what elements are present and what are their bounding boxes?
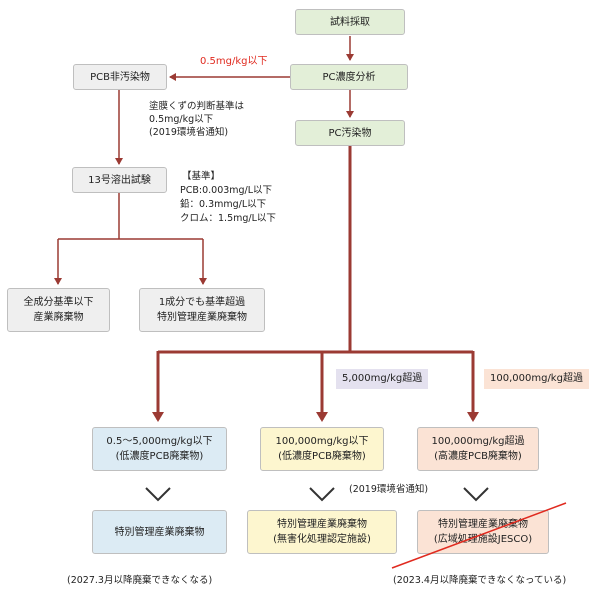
mid-threshold-label: 5,000mg/kg超過 bbox=[336, 369, 429, 389]
node-sampling: 試料採取 bbox=[295, 9, 405, 35]
node-all-below: 全成分基準以下 産業廃棄物 bbox=[7, 288, 110, 332]
node-pc-analysis-text: PC濃度分析 bbox=[322, 71, 376, 83]
node-all-below-line1: 全成分基準以下 bbox=[23, 297, 94, 308]
node-low-range-line2: (低濃度PCB廃棄物) bbox=[115, 451, 204, 462]
node-pc-contaminated-text: PC汚染物 bbox=[328, 127, 372, 139]
chevron-down-icon bbox=[463, 487, 489, 502]
criteria-lead: 鉛：0.3mmg/L以下 bbox=[180, 199, 267, 210]
node-result-low-text: 特別管理産業廃棄物 bbox=[114, 526, 205, 538]
node-high-range-line1: 100,000mg/kg超過 bbox=[431, 436, 525, 447]
node-result-mid-line1: 特別管理産業廃棄物 bbox=[277, 519, 367, 530]
node-mid-range-line1: 100,000mg/kg以下 bbox=[275, 436, 369, 447]
criteria-title: 【基準】 bbox=[182, 171, 221, 182]
node-sampling-text: 試料採取 bbox=[330, 16, 370, 28]
chevron-down-icon bbox=[309, 487, 335, 502]
node-mid-range-line2: (低濃度PCB廃棄物) bbox=[278, 451, 366, 462]
node-elution-test: 13号溶出試験 bbox=[72, 167, 167, 193]
node-result-mid-line2: (無害化処理認定施設) bbox=[273, 534, 371, 545]
paint-note-line3: (2019環境省通知) bbox=[149, 127, 229, 138]
paint-note-line1: 塗膜くずの判断基準は bbox=[149, 101, 245, 112]
node-result-low: 特別管理産業廃棄物 bbox=[92, 510, 227, 554]
node-high-range: 100,000mg/kg超過 (高濃度PCB廃棄物) bbox=[417, 427, 539, 471]
node-one-exceeds-line2: 特別管理産業廃棄物 bbox=[157, 312, 247, 323]
node-low-range: 0.5～5,000mg/kg以下 (低濃度PCB廃棄物) bbox=[92, 427, 227, 471]
node-result-high: 特別管理産業廃棄物 (広域処理施設JESCO) bbox=[417, 510, 549, 554]
node-result-high-line1: 特別管理産業廃棄物 bbox=[438, 519, 528, 530]
chevron-down-icon bbox=[145, 487, 171, 502]
node-pc-contaminated: PC汚染物 bbox=[295, 120, 405, 146]
node-result-mid: 特別管理産業廃棄物 (無害化処理認定施設) bbox=[247, 510, 397, 554]
paint-note-line2: 0.5mg/kg以下 bbox=[149, 114, 214, 125]
ministry-note: (2019環境省通知) bbox=[349, 484, 429, 495]
node-one-exceeds-line1: 1成分でも基準超過 bbox=[158, 297, 246, 308]
node-elution-test-text: 13号溶出試験 bbox=[88, 174, 151, 186]
criteria-chrome: クロム：1.5mg/L以下 bbox=[180, 213, 276, 224]
node-one-exceeds: 1成分でも基準超過 特別管理産業廃棄物 bbox=[139, 288, 265, 332]
node-pc-analysis: PC濃度分析 bbox=[290, 64, 408, 90]
node-pcb-non-contaminated-text: PCB非汚染物 bbox=[90, 71, 150, 83]
deadline-high-note: (2023.4月以降廃棄できなくなっている) bbox=[393, 575, 567, 586]
high-threshold-label: 100,000mg/kg超過 bbox=[484, 369, 589, 389]
node-high-range-line2: (高濃度PCB廃棄物) bbox=[434, 451, 522, 462]
threshold-label: 0.5mg/kg以下 bbox=[200, 56, 268, 67]
node-low-range-line1: 0.5～5,000mg/kg以下 bbox=[106, 436, 213, 447]
node-result-high-line2: (広域処理施設JESCO) bbox=[433, 534, 533, 545]
node-all-below-line2: 産業廃棄物 bbox=[33, 312, 84, 323]
node-mid-range: 100,000mg/kg以下 (低濃度PCB廃棄物) bbox=[260, 427, 384, 471]
node-pcb-non-contaminated: PCB非汚染物 bbox=[73, 64, 167, 90]
criteria-pcb: PCB:0.003mg/L以下 bbox=[180, 185, 273, 196]
deadline-low-note: (2027.3月以降廃棄できなくなる) bbox=[67, 575, 213, 586]
